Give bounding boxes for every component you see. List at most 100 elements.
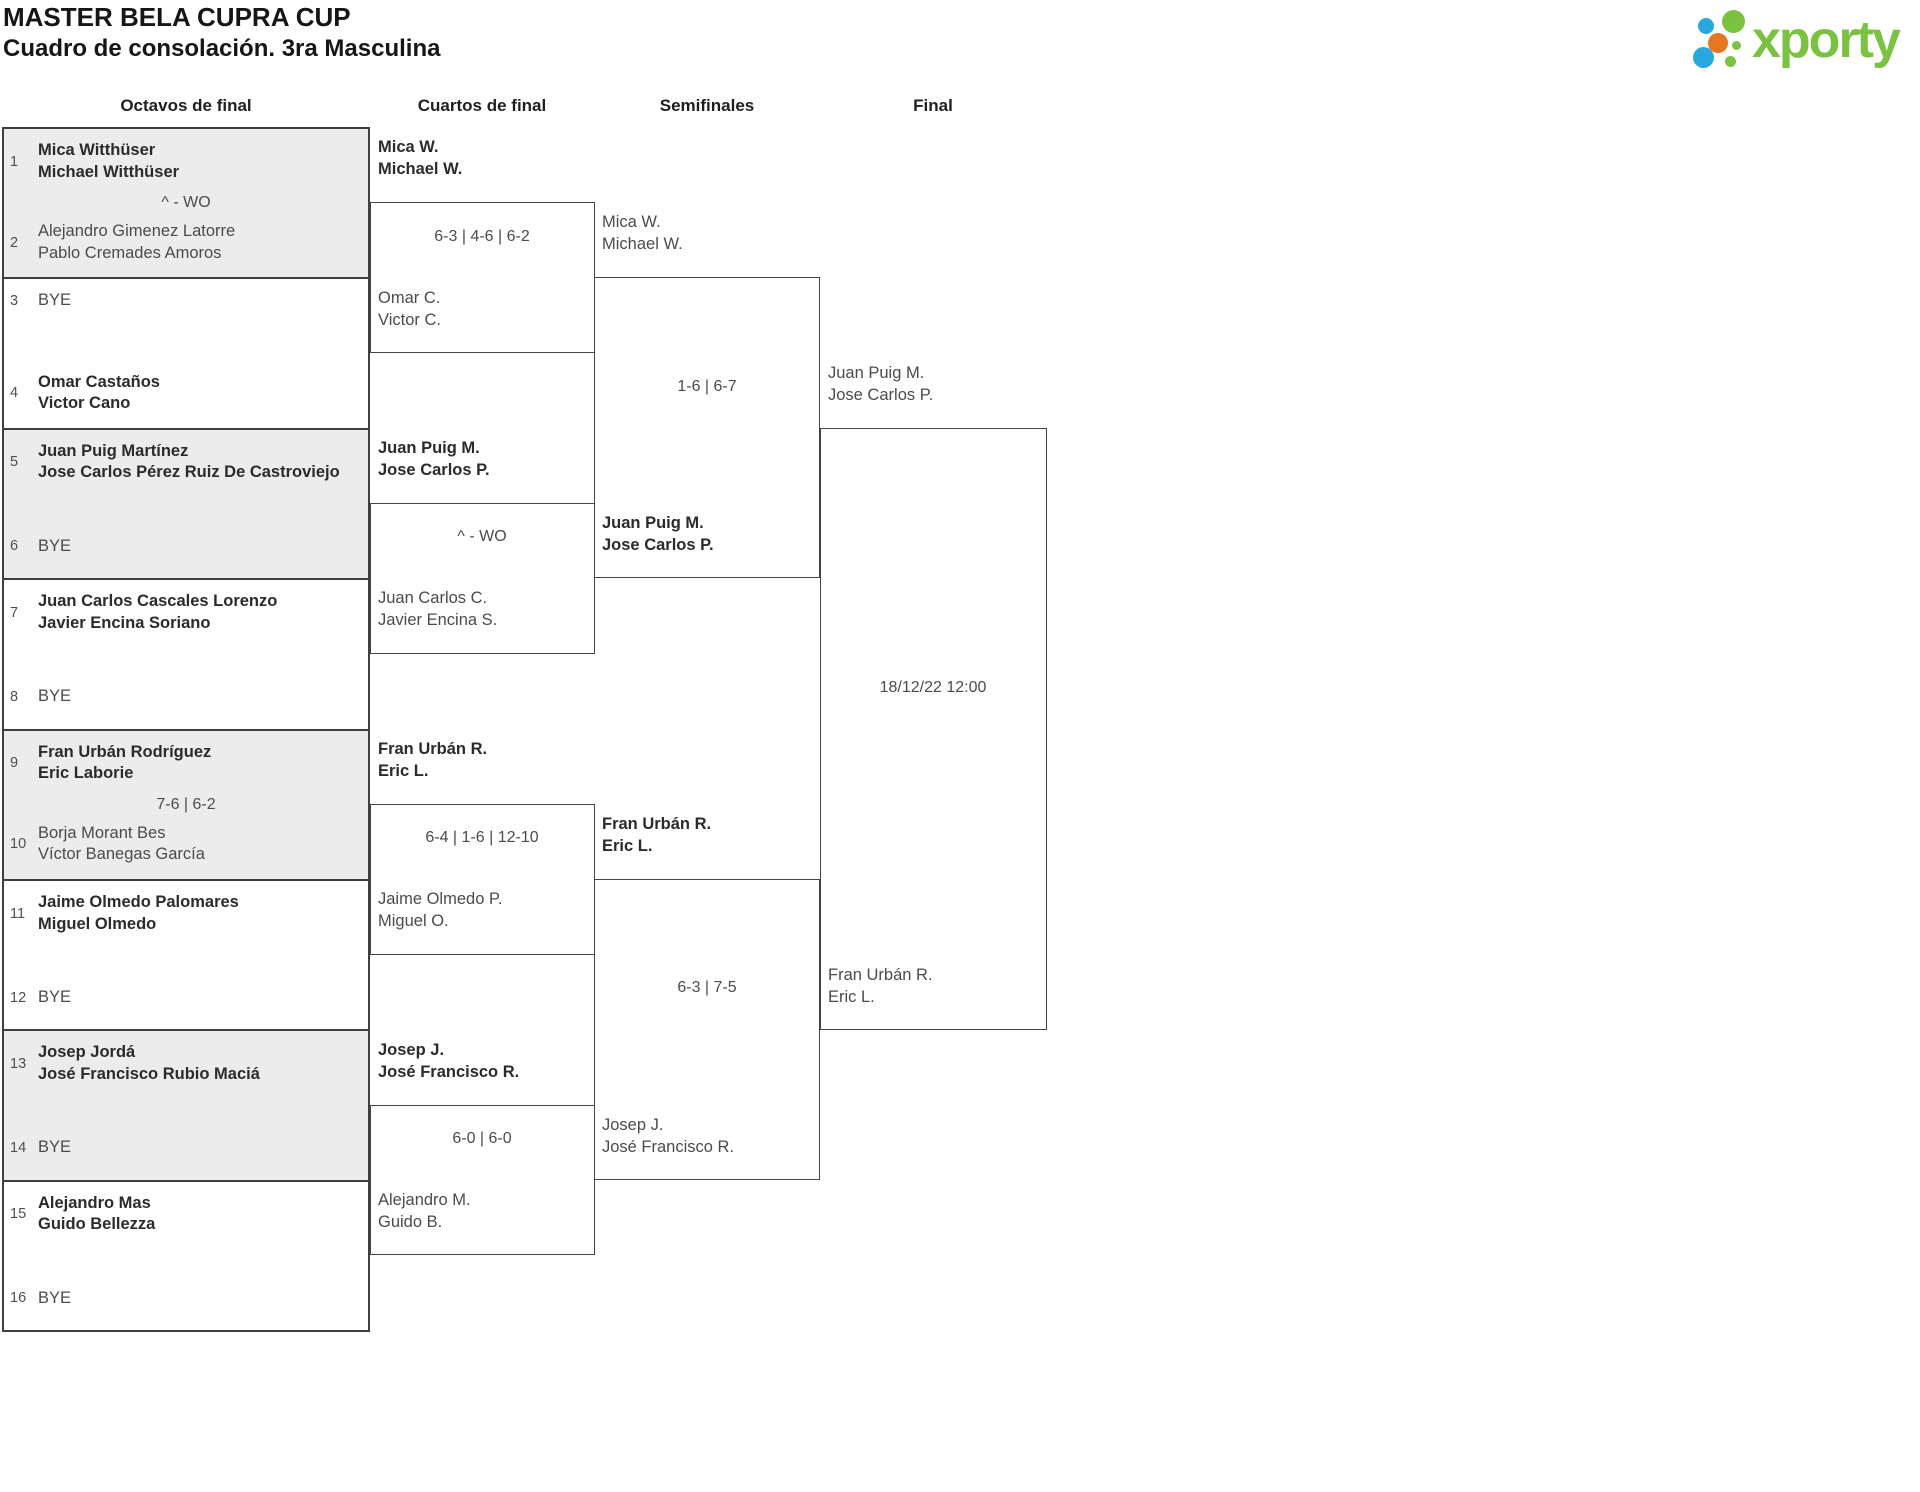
player-name: Javier Encina S. <box>378 611 498 629</box>
r16-match-1: 1 Mica Witthüser Michael Witthüser ^ - W… <box>2 127 370 280</box>
player-name: Fran Urbán R. <box>378 740 488 758</box>
player-name: Javier Encina Soriano <box>38 613 211 632</box>
player-name: Jose Carlos P. <box>602 536 714 554</box>
r16-match-7: 13 Josep Jordá José Francisco Rubio Maci… <box>2 1029 370 1182</box>
seed-number: 7 <box>10 604 19 621</box>
player-name: Pablo Cremades Amoros <box>38 243 222 262</box>
r16-match-3: 5 Juan Puig Martínez Jose Carlos Pérez R… <box>2 427 370 581</box>
bracket-entry: 2 Alejandro Gimenez Latorre Pablo Cremad… <box>10 221 360 264</box>
sf2-top-pair: Fran Urbán R. Eric L. <box>602 813 816 857</box>
player-name: Jose Carlos Pérez Ruiz De Castroviejo <box>38 463 340 482</box>
player-name: Omar C. <box>378 289 441 307</box>
player-name: Eric L. <box>602 837 653 855</box>
seed-number: 10 <box>10 836 27 853</box>
r16-match-4: 7 Juan Carlos Cascales Lorenzo Javier En… <box>2 578 370 731</box>
player-name: Mica Witthüser <box>38 141 156 159</box>
seed-number: 3 <box>10 293 19 310</box>
player-name: Juan Carlos Cascales Lorenzo <box>38 592 278 611</box>
sf2-score: 6-3 | 7-5 <box>677 979 737 996</box>
seed-number: 2 <box>10 234 19 251</box>
r16-match-5: 9 Fran Urbán Rodríguez Eric Laborie 7-6 … <box>2 728 370 881</box>
round-header-octavos: Octavos de final <box>120 96 252 115</box>
player-name: José Francisco Rubio Maciá <box>38 1064 260 1083</box>
seed-number: 12 <box>10 989 27 1006</box>
logo-wordmark: xporty <box>1752 11 1901 69</box>
logo-dot-icon <box>1722 10 1745 33</box>
round-header-cuartos: Cuartos de final <box>417 96 547 115</box>
r16-match-6: 11 Jaime Olmedo Palomares Miguel Olmedo … <box>2 879 370 1032</box>
sf-match-1-box <box>594 277 820 578</box>
player-name: Guido Bellezza <box>38 1215 156 1234</box>
seed-number: 9 <box>10 755 19 772</box>
player-name: Eric L. <box>828 988 875 1006</box>
bracket-entry: 16 BYE <box>10 1288 360 1310</box>
player-name: Josep J. <box>378 1041 445 1059</box>
seed-number: 16 <box>10 1290 27 1307</box>
player-name: Michael W. <box>378 160 463 178</box>
sf-match-2-box <box>594 879 820 1180</box>
bracket-entry: 9 Fran Urbán Rodríguez Eric Laborie <box>10 742 360 785</box>
player-name: Víctor Banegas García <box>38 845 205 864</box>
seed-number: 8 <box>10 688 19 705</box>
qf2-score: ^ - WO <box>457 528 507 545</box>
qf-match-4-box <box>370 1105 595 1255</box>
qf4-score: 6-0 | 6-0 <box>452 1130 512 1147</box>
qf-match-2-box <box>370 503 595 654</box>
player-name: José Francisco R. <box>602 1138 735 1156</box>
player-name: BYE <box>38 1288 72 1307</box>
round-header-final: Final <box>913 96 953 115</box>
player-name: Fran Urbán Rodríguez <box>38 742 212 761</box>
player-name: Fran Urbán R. <box>828 966 933 984</box>
bracket-entry: 1 Mica Witthüser Michael Witthüser <box>10 140 360 183</box>
seed-number: 6 <box>10 538 19 555</box>
player-name: Fran Urbán R. <box>602 815 712 833</box>
player-name: BYE <box>38 291 72 310</box>
player-name: Juan Puig M. <box>602 514 704 532</box>
player-name: Alejandro Mas <box>38 1193 151 1212</box>
qf3-bottom-pair: Jaime Olmedo P. Miguel O. <box>378 888 590 932</box>
bracket-entry: 5 Juan Puig Martínez Jose Carlos Pérez R… <box>10 441 360 484</box>
bracket-entry: 4 Omar Castaños Victor Cano <box>10 372 360 415</box>
sf1-bottom-pair: Juan Puig M. Jose Carlos P. <box>602 512 816 556</box>
bracket-entry: 12 BYE <box>10 987 360 1009</box>
player-name: Miguel Olmedo <box>38 914 157 933</box>
player-name: Jaime Olmedo Palomares <box>38 893 239 911</box>
bracket-entry: 7 Juan Carlos Cascales Lorenzo Javier En… <box>10 591 360 634</box>
r16-match-2: 3 BYE 4 Omar Castaños Victor Cano <box>2 277 370 430</box>
qf1-bottom-pair: Omar C. Victor C. <box>378 287 590 331</box>
final-match-box <box>820 428 1047 1030</box>
bracket-entry: 10 Borja Morant Bes Víctor Banegas Garcí… <box>10 823 360 866</box>
bracket-entry: 8 BYE <box>10 686 360 708</box>
seed-number: 4 <box>10 385 19 402</box>
page-title: MASTER BELA CUPRA CUP <box>3 2 351 32</box>
player-name: Alejandro M. <box>378 1191 471 1209</box>
qf-match-3-box <box>370 804 595 955</box>
seed-number: 1 <box>10 153 19 170</box>
player-name: Juan Carlos C. <box>378 589 488 607</box>
bracket-entry: 15 Alejandro Mas Guido Bellezza <box>10 1193 360 1236</box>
bracket-entry: 13 Josep Jordá José Francisco Rubio Maci… <box>10 1042 360 1085</box>
page-subtitle: Cuadro de consolación. 3ra Masculina <box>3 35 441 62</box>
player-name: BYE <box>38 536 72 555</box>
seed-number: 5 <box>10 454 19 471</box>
qf4-bottom-pair: Alejandro M. Guido B. <box>378 1189 590 1233</box>
player-name: Mica W. <box>378 138 439 156</box>
player-name: Guido B. <box>378 1213 443 1231</box>
match-score: 7-6 | 6-2 <box>156 795 216 813</box>
logo-dot-icon <box>1725 56 1736 67</box>
bracket-entry: 6 BYE <box>10 536 360 558</box>
qf2-bottom-pair: Juan Carlos C. Javier Encina S. <box>378 587 590 631</box>
seed-number: 14 <box>10 1140 27 1157</box>
player-name: Michael Witthüser <box>38 162 180 181</box>
final-bottom-pair: Fran Urbán R. Eric L. <box>828 964 1042 1008</box>
player-name: BYE <box>38 1138 72 1157</box>
player-name: Victor C. <box>378 311 441 329</box>
player-name: Eric L. <box>378 762 429 780</box>
logo-dot-icon <box>1708 33 1728 53</box>
qf1-score: 6-3 | 4-6 | 6-2 <box>434 228 530 245</box>
player-name: Omar Castaños <box>38 372 160 391</box>
player-name: Jaime Olmedo P. <box>378 890 503 908</box>
seed-number: 13 <box>10 1055 27 1072</box>
player-name: BYE <box>38 687 72 706</box>
player-name: BYE <box>38 987 72 1006</box>
